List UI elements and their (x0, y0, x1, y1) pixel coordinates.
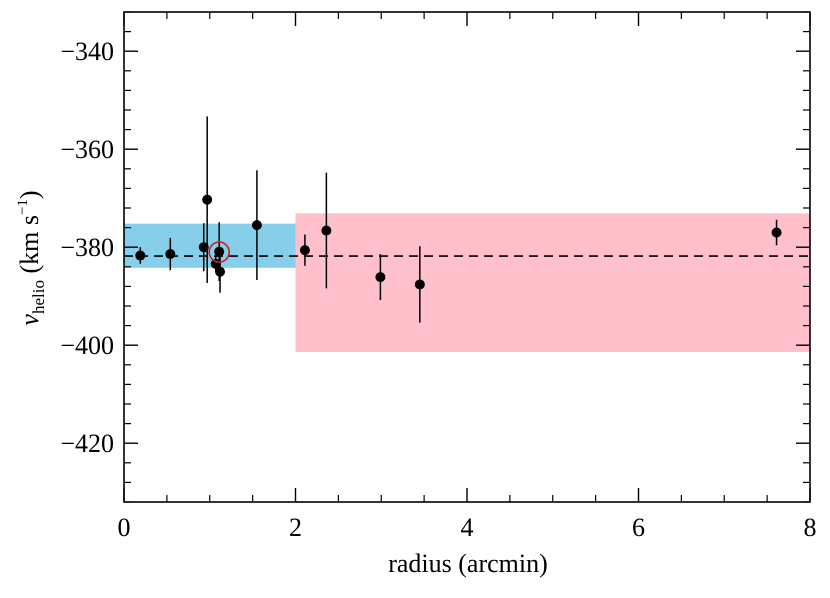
y-tick-label: −400 (60, 331, 114, 360)
data-point-4 (202, 194, 213, 205)
data-points (135, 194, 782, 290)
x-tick-labels: 0 2 4 6 8 (118, 513, 817, 542)
x-axis-title: radius (arcmin) (388, 549, 548, 578)
y-axis-title-subscript: helio (29, 280, 48, 314)
shaded-region-1 (124, 223, 296, 268)
x-tick-label: 0 (118, 513, 131, 542)
data-point-1 (135, 250, 146, 261)
data-point-11 (375, 272, 386, 283)
data-point-13 (771, 227, 782, 238)
data-point-3 (198, 242, 209, 253)
data-point-9 (299, 245, 310, 256)
x-tick-label: 8 (804, 513, 817, 542)
data-point-12 (414, 279, 425, 290)
y-tick-label: −380 (60, 233, 114, 262)
data-point-8 (251, 220, 262, 231)
y-axis-title-units: (km s (15, 215, 44, 280)
y-axis-title-symbol: v (15, 314, 44, 326)
y-tick-label: −340 (60, 37, 114, 66)
y-axis-title-units-close: ) (15, 190, 44, 199)
y-axis-title-units-exponent: −1 (15, 199, 31, 215)
data-point-10 (321, 225, 332, 236)
y-tick-label: −360 (60, 135, 114, 164)
plot-frame (123, 11, 811, 503)
shaded-region-2 (295, 213, 810, 353)
y-axis-title: vhelio (km s−1) (15, 190, 48, 325)
shaded-regions (124, 213, 810, 353)
y-tick-label: −420 (60, 429, 114, 458)
highlighted-point-ring (208, 241, 230, 263)
data-point-7 (215, 266, 226, 277)
data-point-6 (214, 246, 225, 257)
x-tick-label: 2 (289, 513, 302, 542)
x-tick-label: 4 (461, 513, 474, 542)
data-point-2 (165, 249, 176, 260)
x-tick-label: 6 (632, 513, 645, 542)
y-tick-labels: −340 −360 −380 −400 −420 (60, 37, 114, 458)
